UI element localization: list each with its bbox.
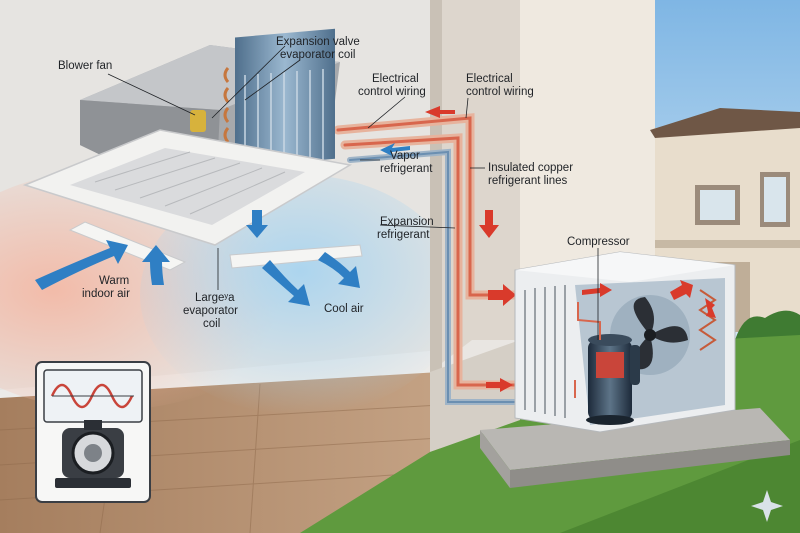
label-large-1: Largeʸa (195, 292, 235, 304)
motor-icon (55, 420, 131, 488)
label-warm-2: indoor air (82, 288, 130, 300)
warm-air-arrows (35, 240, 170, 290)
arrow-left-icon (486, 378, 513, 392)
label-electrical-right-2: control wiring (466, 86, 534, 98)
label-warm-1: Warm (99, 275, 130, 287)
motor-inset (35, 361, 151, 503)
leader-lines (107, 45, 599, 340)
label-electrical-left-2: control wiring (358, 86, 426, 98)
indoor-cassette-unit (22, 28, 363, 271)
label-insulated-2: refrigerant lines (488, 175, 568, 187)
label-large-2: evaporator (183, 305, 238, 317)
label-expansion-ref-1: Expansion (380, 216, 434, 228)
outdoor-condenser-unit (514, 251, 736, 433)
expansion-valve (190, 110, 206, 132)
arrow-left-icon (425, 106, 455, 118)
label-blower-fan: Blower fan (58, 60, 113, 72)
compressor (586, 334, 640, 425)
label-expansion-valve: Expansion valve (276, 36, 360, 48)
label-evaporator-coil: evaporator coil (280, 49, 356, 61)
exterior-wall (430, 0, 520, 452)
cool-air-arrows (262, 252, 360, 306)
flow-arrows-red (425, 106, 516, 392)
label-electrical-left-1: Electrical (372, 73, 419, 85)
label-cool-air: Cool air (324, 303, 364, 315)
label-large-3: coil (203, 318, 221, 330)
sparkle-icon (751, 490, 783, 522)
concrete-pad (480, 408, 790, 488)
label-insulated-1: Insulated copper (488, 162, 574, 174)
label-expansion-ref-2: refrigerant (377, 229, 430, 241)
label-vapor-2: refrigerant (380, 163, 433, 175)
label-electrical-right-1: Electrical (466, 73, 513, 85)
label-compressor: Compressor (567, 236, 630, 248)
label-vapor-1: Vapor (390, 150, 420, 162)
